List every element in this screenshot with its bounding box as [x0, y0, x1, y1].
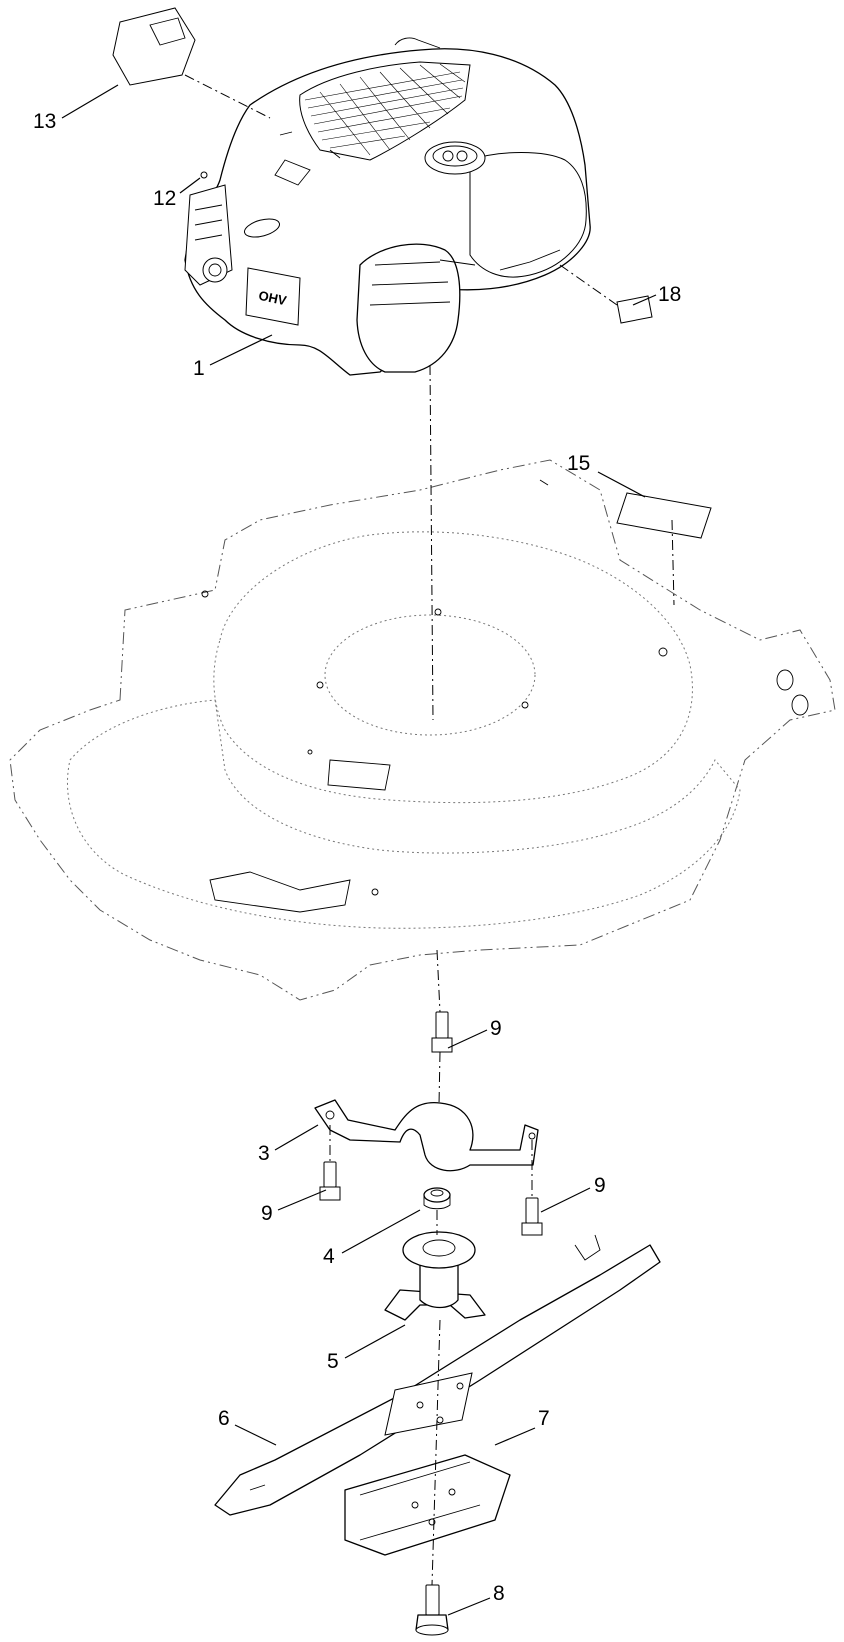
callout-15: 15 — [567, 452, 590, 475]
callout-13: 13 — [33, 110, 56, 133]
leader-lines — [61, 84, 657, 1616]
bolt-8-part — [415, 1584, 449, 1636]
callout-5: 5 — [327, 1350, 339, 1373]
engine-part: OHV — [184, 37, 591, 376]
decal-15-part — [616, 492, 712, 539]
bolt-9-top-part — [431, 1011, 453, 1053]
callout-12: 12 — [153, 187, 176, 210]
blade-6-part — [214, 1234, 661, 1516]
centerlines — [184, 74, 675, 1586]
part-12 — [200, 171, 208, 179]
mower-deck-outline — [9, 459, 836, 1001]
callout-7: 7 — [538, 1407, 550, 1430]
callout-3: 3 — [258, 1142, 270, 1165]
decal-18-part — [616, 295, 653, 324]
bolt-9-right-part — [521, 1197, 543, 1236]
callout-6: 6 — [218, 1407, 230, 1430]
callout-9-top: 9 — [490, 1017, 502, 1040]
callout-8: 8 — [493, 1582, 505, 1605]
ohv-logo: OHV — [257, 288, 288, 309]
callout-9-left: 9 — [261, 1202, 273, 1225]
callout-1: 1 — [193, 357, 205, 380]
callout-9-right: 9 — [594, 1174, 606, 1197]
decal-13-part — [112, 7, 196, 86]
stiffener-7-part — [344, 1454, 511, 1556]
callout-labels: 13 12 1 18 15 9 3 9 9 4 5 6 7 8 — [33, 110, 681, 1605]
bolt-9-left-part — [319, 1161, 341, 1201]
bracket-3-part — [314, 1099, 539, 1172]
callout-4: 4 — [323, 1245, 335, 1268]
washer-4-part — [423, 1187, 451, 1210]
adapter-5-part — [384, 1231, 486, 1321]
callout-18: 18 — [658, 283, 681, 306]
